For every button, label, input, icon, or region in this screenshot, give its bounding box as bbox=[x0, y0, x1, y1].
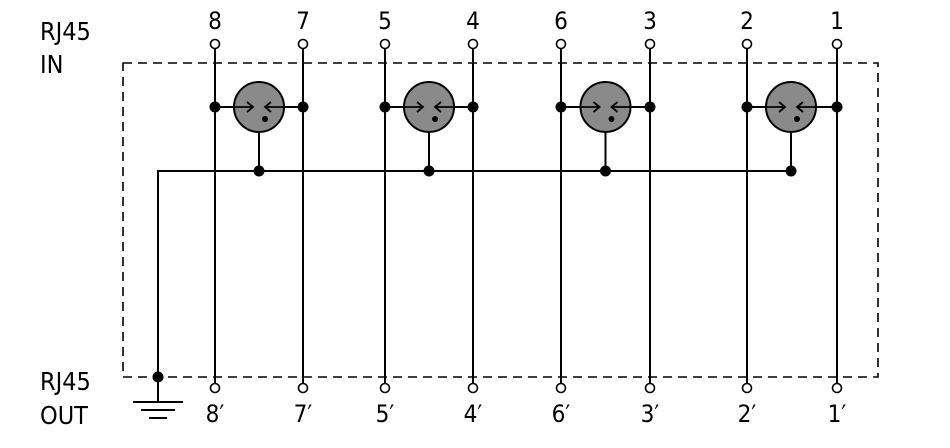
device-enclosure-outline bbox=[122, 62, 879, 378]
terminal-out-8[interactable] bbox=[209, 382, 221, 394]
gas-discharge-tube bbox=[209, 81, 309, 177]
ground-bus-line bbox=[157, 170, 792, 402]
terminal-out-2[interactable] bbox=[741, 382, 753, 394]
terminal-out-3[interactable] bbox=[644, 382, 656, 394]
rj45-in-label-line2: IN bbox=[40, 50, 63, 79]
ground-junction-node bbox=[152, 371, 164, 383]
pin-label-in: 4 bbox=[466, 7, 480, 35]
pin-label-out: 7′ bbox=[294, 400, 313, 428]
ground-symbol bbox=[133, 401, 183, 419]
pin-label-in: 7 bbox=[296, 7, 310, 35]
pin-label-in: 8 bbox=[208, 7, 222, 35]
terminal-out-4[interactable] bbox=[467, 382, 479, 394]
gas-discharge-tube bbox=[555, 81, 656, 177]
pin-label-in: 3 bbox=[643, 7, 657, 35]
pin-label-in: 1 bbox=[830, 7, 844, 35]
pin-label-out: 3′ bbox=[641, 400, 660, 428]
gas-discharge-tube bbox=[741, 81, 843, 177]
terminal-in-1[interactable] bbox=[831, 38, 843, 50]
pin-label-out: 4′ bbox=[464, 400, 483, 428]
terminal-in-8[interactable] bbox=[209, 38, 221, 50]
pin-label-in: 2 bbox=[740, 7, 754, 35]
terminal-out-5[interactable] bbox=[379, 382, 391, 394]
pin-label-out: 5′ bbox=[376, 400, 395, 428]
pin-label-out: 2′ bbox=[738, 400, 757, 428]
rj45-in-label-line1: RJ45 bbox=[40, 17, 91, 46]
terminal-in-7[interactable] bbox=[297, 38, 309, 50]
rj45-out-label-line2: OUT bbox=[40, 401, 88, 430]
tube-layer bbox=[209, 81, 843, 177]
pin-label-in: 5 bbox=[378, 7, 392, 35]
terminal-in-3[interactable] bbox=[644, 38, 656, 50]
terminal-in-5[interactable] bbox=[379, 38, 391, 50]
terminal-out-7[interactable] bbox=[297, 382, 309, 394]
pin-label-out: 8′ bbox=[206, 400, 225, 428]
rj45-out-label-line1: RJ45 bbox=[40, 367, 91, 396]
pin-label-in: 6 bbox=[554, 7, 568, 35]
terminal-in-4[interactable] bbox=[467, 38, 479, 50]
pin-label-out: 6′ bbox=[552, 400, 571, 428]
terminal-in-2[interactable] bbox=[741, 38, 753, 50]
terminal-in-6[interactable] bbox=[555, 38, 567, 50]
pin-layer: 8 8′ 7 7′ 5 5′ 4 4′ 6 6′ 3 3′ 2 2′ 1 1′ bbox=[206, 7, 847, 428]
gas-discharge-tube bbox=[379, 81, 479, 177]
terminal-out-6[interactable] bbox=[555, 382, 567, 394]
pin-label-out: 1′ bbox=[828, 400, 847, 428]
terminal-out-1[interactable] bbox=[831, 382, 843, 394]
